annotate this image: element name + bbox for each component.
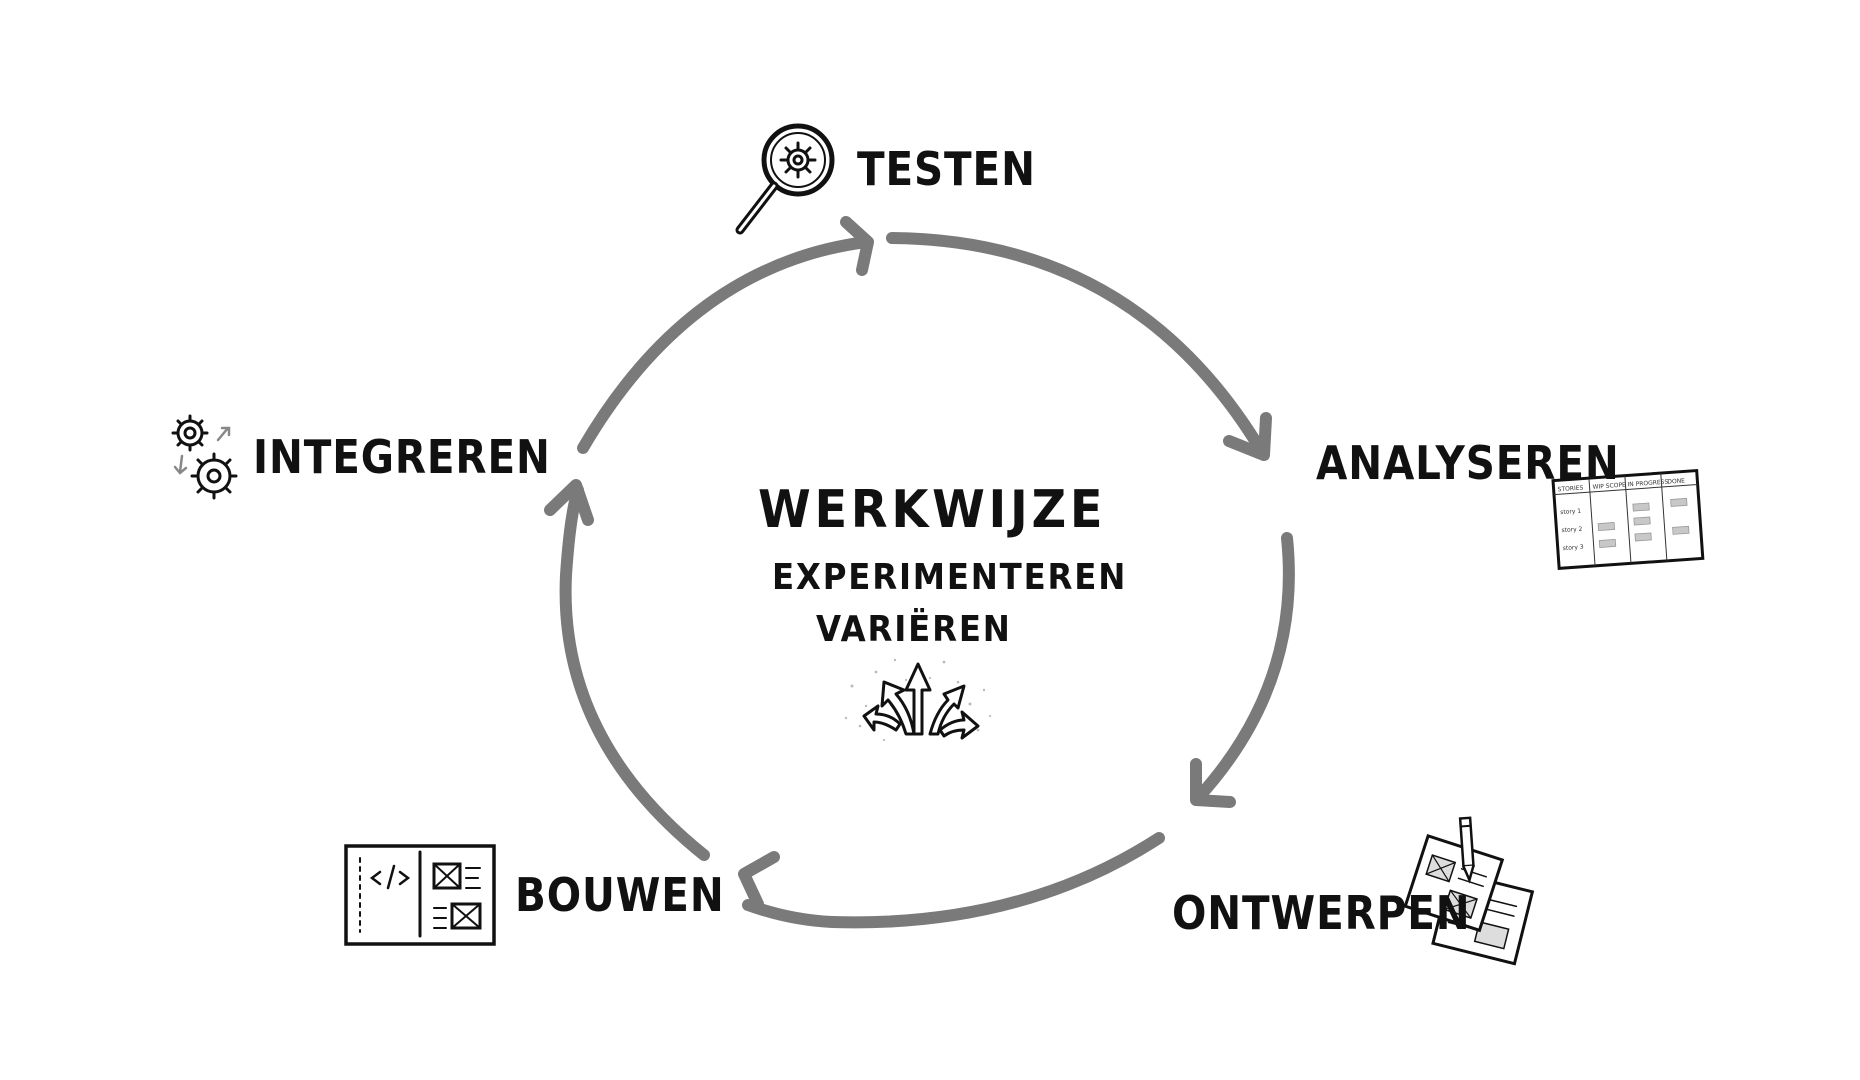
board-row-3: story 3 — [1563, 544, 1585, 552]
stage-label-testen: TESTEN — [857, 142, 1036, 196]
cycle-arrows — [544, 216, 1295, 929]
center-line-experimenteren: EXPERIMENTEREN — [772, 557, 1128, 598]
stage-label-ontwerpen: ONTWERPEN — [1172, 886, 1471, 940]
gears-icon — [171, 414, 238, 500]
board-row-2: story 2 — [1561, 526, 1583, 534]
stage-label-analyseren: ANALYSEREN — [1316, 436, 1620, 490]
arrowhead-analyseren — [1223, 412, 1272, 461]
kanban-board-icon: STORIES WIP SCOPE IN PROGRESS DONE story… — [1551, 468, 1705, 571]
board-row-1: story 1 — [1560, 508, 1582, 516]
arrow-ontwerpen-to-bouwen — [742, 832, 1165, 929]
board-column-done: DONE — [1667, 477, 1685, 485]
center-title: WERKWIJZE — [758, 480, 1107, 540]
board-column-stories: STORIES — [1557, 485, 1583, 494]
arrowhead-bouwen — [738, 851, 780, 910]
stage-label-bouwen: BOUWEN — [515, 868, 725, 922]
arrow-testen-to-analyseren — [886, 232, 1268, 458]
wireframe-sketch-icon — [1403, 816, 1535, 966]
code-editor-icon — [344, 844, 496, 946]
stage-label-integreren: INTEGREREN — [253, 430, 551, 484]
arrow-analyseren-to-ontwerpen — [1192, 532, 1295, 804]
board-column-progress: IN PROGRESS — [1627, 479, 1668, 489]
diverging-arrows-icon — [844, 658, 992, 742]
center-line-varieren: VARIËREN — [816, 609, 1012, 650]
arrowhead-integreren — [544, 479, 594, 526]
magnifier-gear-icon — [735, 123, 835, 235]
arrow-integreren-to-testen — [577, 236, 872, 454]
arrowhead-ontwerpen — [1190, 758, 1236, 808]
arrow-bouwen-to-integreren — [559, 484, 710, 861]
arrowhead-testen — [840, 216, 874, 276]
board-column-wip: WIP SCOPE — [1592, 482, 1626, 491]
